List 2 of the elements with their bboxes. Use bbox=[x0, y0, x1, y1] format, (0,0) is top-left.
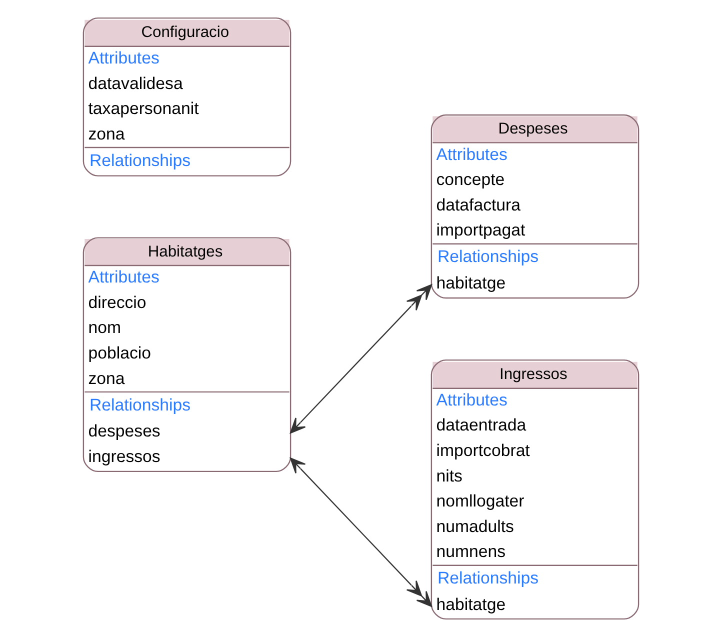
arrow bbox=[289, 284, 432, 434]
arrow bbox=[289, 458, 432, 607]
